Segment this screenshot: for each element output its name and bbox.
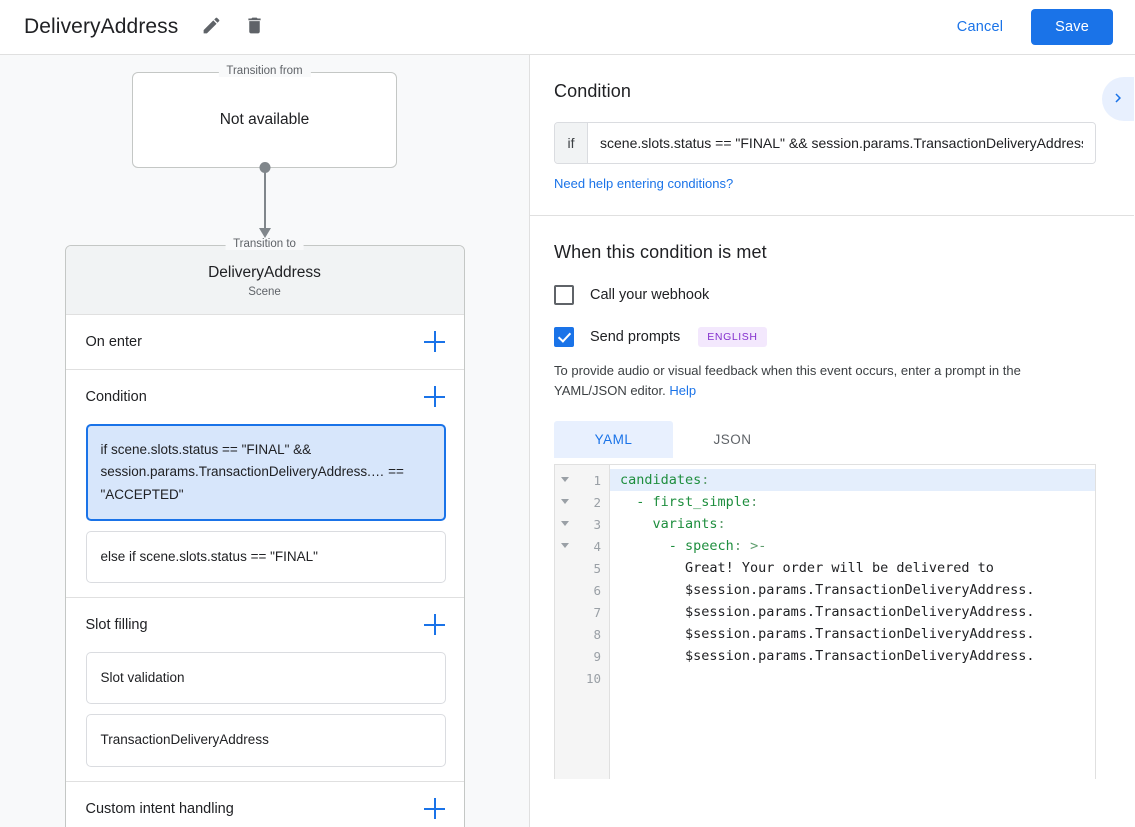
editor-code-line: - first_simple: — [636, 494, 759, 511]
need-help-conditions-link[interactable]: Need help entering conditions? — [554, 176, 734, 191]
section-title-custom-intent: Custom intent handling — [85, 800, 234, 817]
slot-validation-item[interactable]: Slot validation — [85, 652, 446, 705]
connector-arrow-icon — [258, 228, 271, 238]
fold-triangle-icon[interactable] — [561, 477, 569, 483]
condition-item[interactable]: else if scene.slots.status == "FINAL" — [85, 530, 446, 584]
editor-line-number: 6 — [593, 582, 601, 598]
editor-line-number: 9 — [593, 648, 601, 664]
editor-code-line: Great! Your order will be delivered to — [620, 560, 994, 577]
editor-code-line: candidates: — [610, 469, 1095, 492]
condition-item-selected[interactable]: if scene.slots.status == "FINAL" && sess… — [85, 424, 446, 521]
prompts-description: To provide audio or visual feedback when… — [554, 361, 1096, 401]
editor-code-line: $session.params.TransactionDeliveryAddre… — [620, 648, 1035, 665]
slot-item-transaction-delivery-address[interactable]: TransactionDeliveryAddress — [85, 714, 446, 767]
fold-triangle-icon[interactable] — [561, 499, 569, 505]
editor-code-line: $session.params.TransactionDeliveryAddre… — [620, 582, 1035, 599]
transition-from-legend: Transition from — [218, 65, 311, 77]
topbar-actions: Cancel Save — [947, 9, 1113, 45]
cancel-button[interactable]: Cancel — [947, 10, 1013, 44]
call-your-webhook-label: Call your webhook — [590, 287, 710, 303]
transition-flow: Transition from Not available Transition… — [0, 55, 529, 827]
connector-dot — [259, 162, 270, 173]
section-header-custom-intent: Custom intent handling — [66, 782, 464, 827]
editor-line-number: 2 — [555, 491, 609, 513]
chevron-right-icon — [1109, 89, 1127, 110]
transition-from-card[interactable]: Transition from Not available — [132, 65, 397, 168]
top-app-bar: DeliveryAddress Cancel Save — [0, 0, 1135, 55]
transition-to-card: Transition to DeliveryAddress Scene On e… — [64, 238, 465, 827]
send-prompts-label: Send prompts — [590, 329, 681, 345]
tab-json[interactable]: JSON — [673, 421, 792, 458]
editor-line-number: 5 — [593, 560, 601, 576]
editor-line-number: 4 — [555, 535, 609, 557]
section-header-slot-filling: Slot filling — [66, 598, 464, 652]
edit-name-button[interactable] — [194, 10, 228, 44]
condition-editor-section: Condition if Need help entering conditio… — [530, 55, 1134, 193]
left-pane: Transition from Not available Transition… — [0, 55, 530, 827]
section-custom-intent-handling: Custom intent handling — [66, 782, 464, 827]
editor-code-line — [610, 667, 1095, 689]
condition-input-group: if — [554, 122, 1096, 164]
editor-format-tabs: YAML JSON — [554, 421, 1096, 459]
condition-items: if scene.slots.status == "FINAL" && sess… — [66, 424, 464, 597]
add-condition-button[interactable] — [423, 386, 446, 408]
page-title: DeliveryAddress — [24, 15, 179, 38]
section-condition: Condition if scene.slots.status == "FINA… — [65, 370, 464, 599]
help-link[interactable]: Help — [669, 383, 697, 399]
call-your-webhook-checkbox[interactable] — [554, 285, 574, 305]
pencil-icon — [201, 15, 222, 39]
main-body: Transition from Not available Transition… — [0, 55, 1135, 827]
prompts-description-text: To provide audio or visual feedback when… — [554, 363, 1021, 399]
transition-from-value: Not available — [219, 111, 310, 128]
when-condition-met-heading: When this condition is met — [554, 242, 767, 262]
editor-code-line: $session.params.TransactionDeliveryAddre… — [620, 604, 1035, 621]
add-on-enter-button[interactable] — [423, 331, 446, 353]
section-header-on-enter: On enter — [66, 315, 464, 369]
save-button[interactable]: Save — [1031, 9, 1113, 45]
condition-heading: Condition — [554, 81, 631, 101]
add-slot-filling-button[interactable] — [423, 614, 446, 636]
scene-subtitle: Scene — [248, 286, 281, 298]
delete-button[interactable] — [237, 10, 271, 44]
editor-line-number: 8 — [593, 626, 601, 642]
editor-code-line: variants: — [652, 516, 726, 533]
add-custom-intent-button[interactable] — [423, 797, 446, 820]
editor-line-number: 1 — [555, 469, 609, 491]
editor-code-line: $session.params.TransactionDeliveryAddre… — [620, 626, 1035, 643]
webhook-row: Call your webhook — [554, 285, 1096, 305]
expand-panel-button[interactable] — [1102, 77, 1134, 121]
section-divider — [530, 215, 1134, 216]
editor-line-number: 3 — [555, 513, 609, 535]
editor-line-number: 7 — [593, 604, 601, 620]
language-badge: ENGLISH — [698, 327, 767, 347]
scene-name: DeliveryAddress — [208, 264, 321, 281]
flow-connector — [132, 162, 397, 245]
transition-to-legend: Transition to — [225, 238, 304, 250]
condition-input[interactable] — [588, 123, 1095, 163]
section-on-enter: On enter — [65, 315, 464, 370]
right-pane: Condition if Need help entering conditio… — [530, 55, 1134, 827]
if-prefix-label: if — [555, 123, 588, 163]
slot-filling-items: Slot validation TransactionDeliveryAddre… — [66, 652, 464, 781]
fold-triangle-icon[interactable] — [561, 521, 569, 527]
section-title-on-enter: On enter — [85, 334, 142, 350]
section-title-condition: Condition — [85, 389, 147, 405]
section-header-condition: Condition — [66, 370, 464, 424]
connector-line — [263, 170, 266, 230]
section-title-slot-filling: Slot filling — [85, 617, 148, 634]
section-slot-filling: Slot filling Slot validation Transaction… — [65, 598, 464, 782]
fold-triangle-icon[interactable] — [561, 543, 569, 549]
scene-header[interactable]: Transition to DeliveryAddress Scene — [65, 238, 464, 315]
when-condition-met-section: When this condition is met Call your web… — [530, 216, 1134, 780]
send-prompts-checkbox[interactable] — [554, 327, 574, 347]
editor-line-number: 10 — [585, 670, 601, 686]
editor-code-area[interactable]: candidates: - first_simple: variants: - … — [610, 465, 1095, 779]
trash-icon — [244, 15, 265, 39]
editor-code-line: - speech: >- — [668, 538, 767, 555]
tab-yaml[interactable]: YAML — [554, 421, 673, 459]
send-prompts-row: Send prompts ENGLISH — [554, 327, 1096, 347]
